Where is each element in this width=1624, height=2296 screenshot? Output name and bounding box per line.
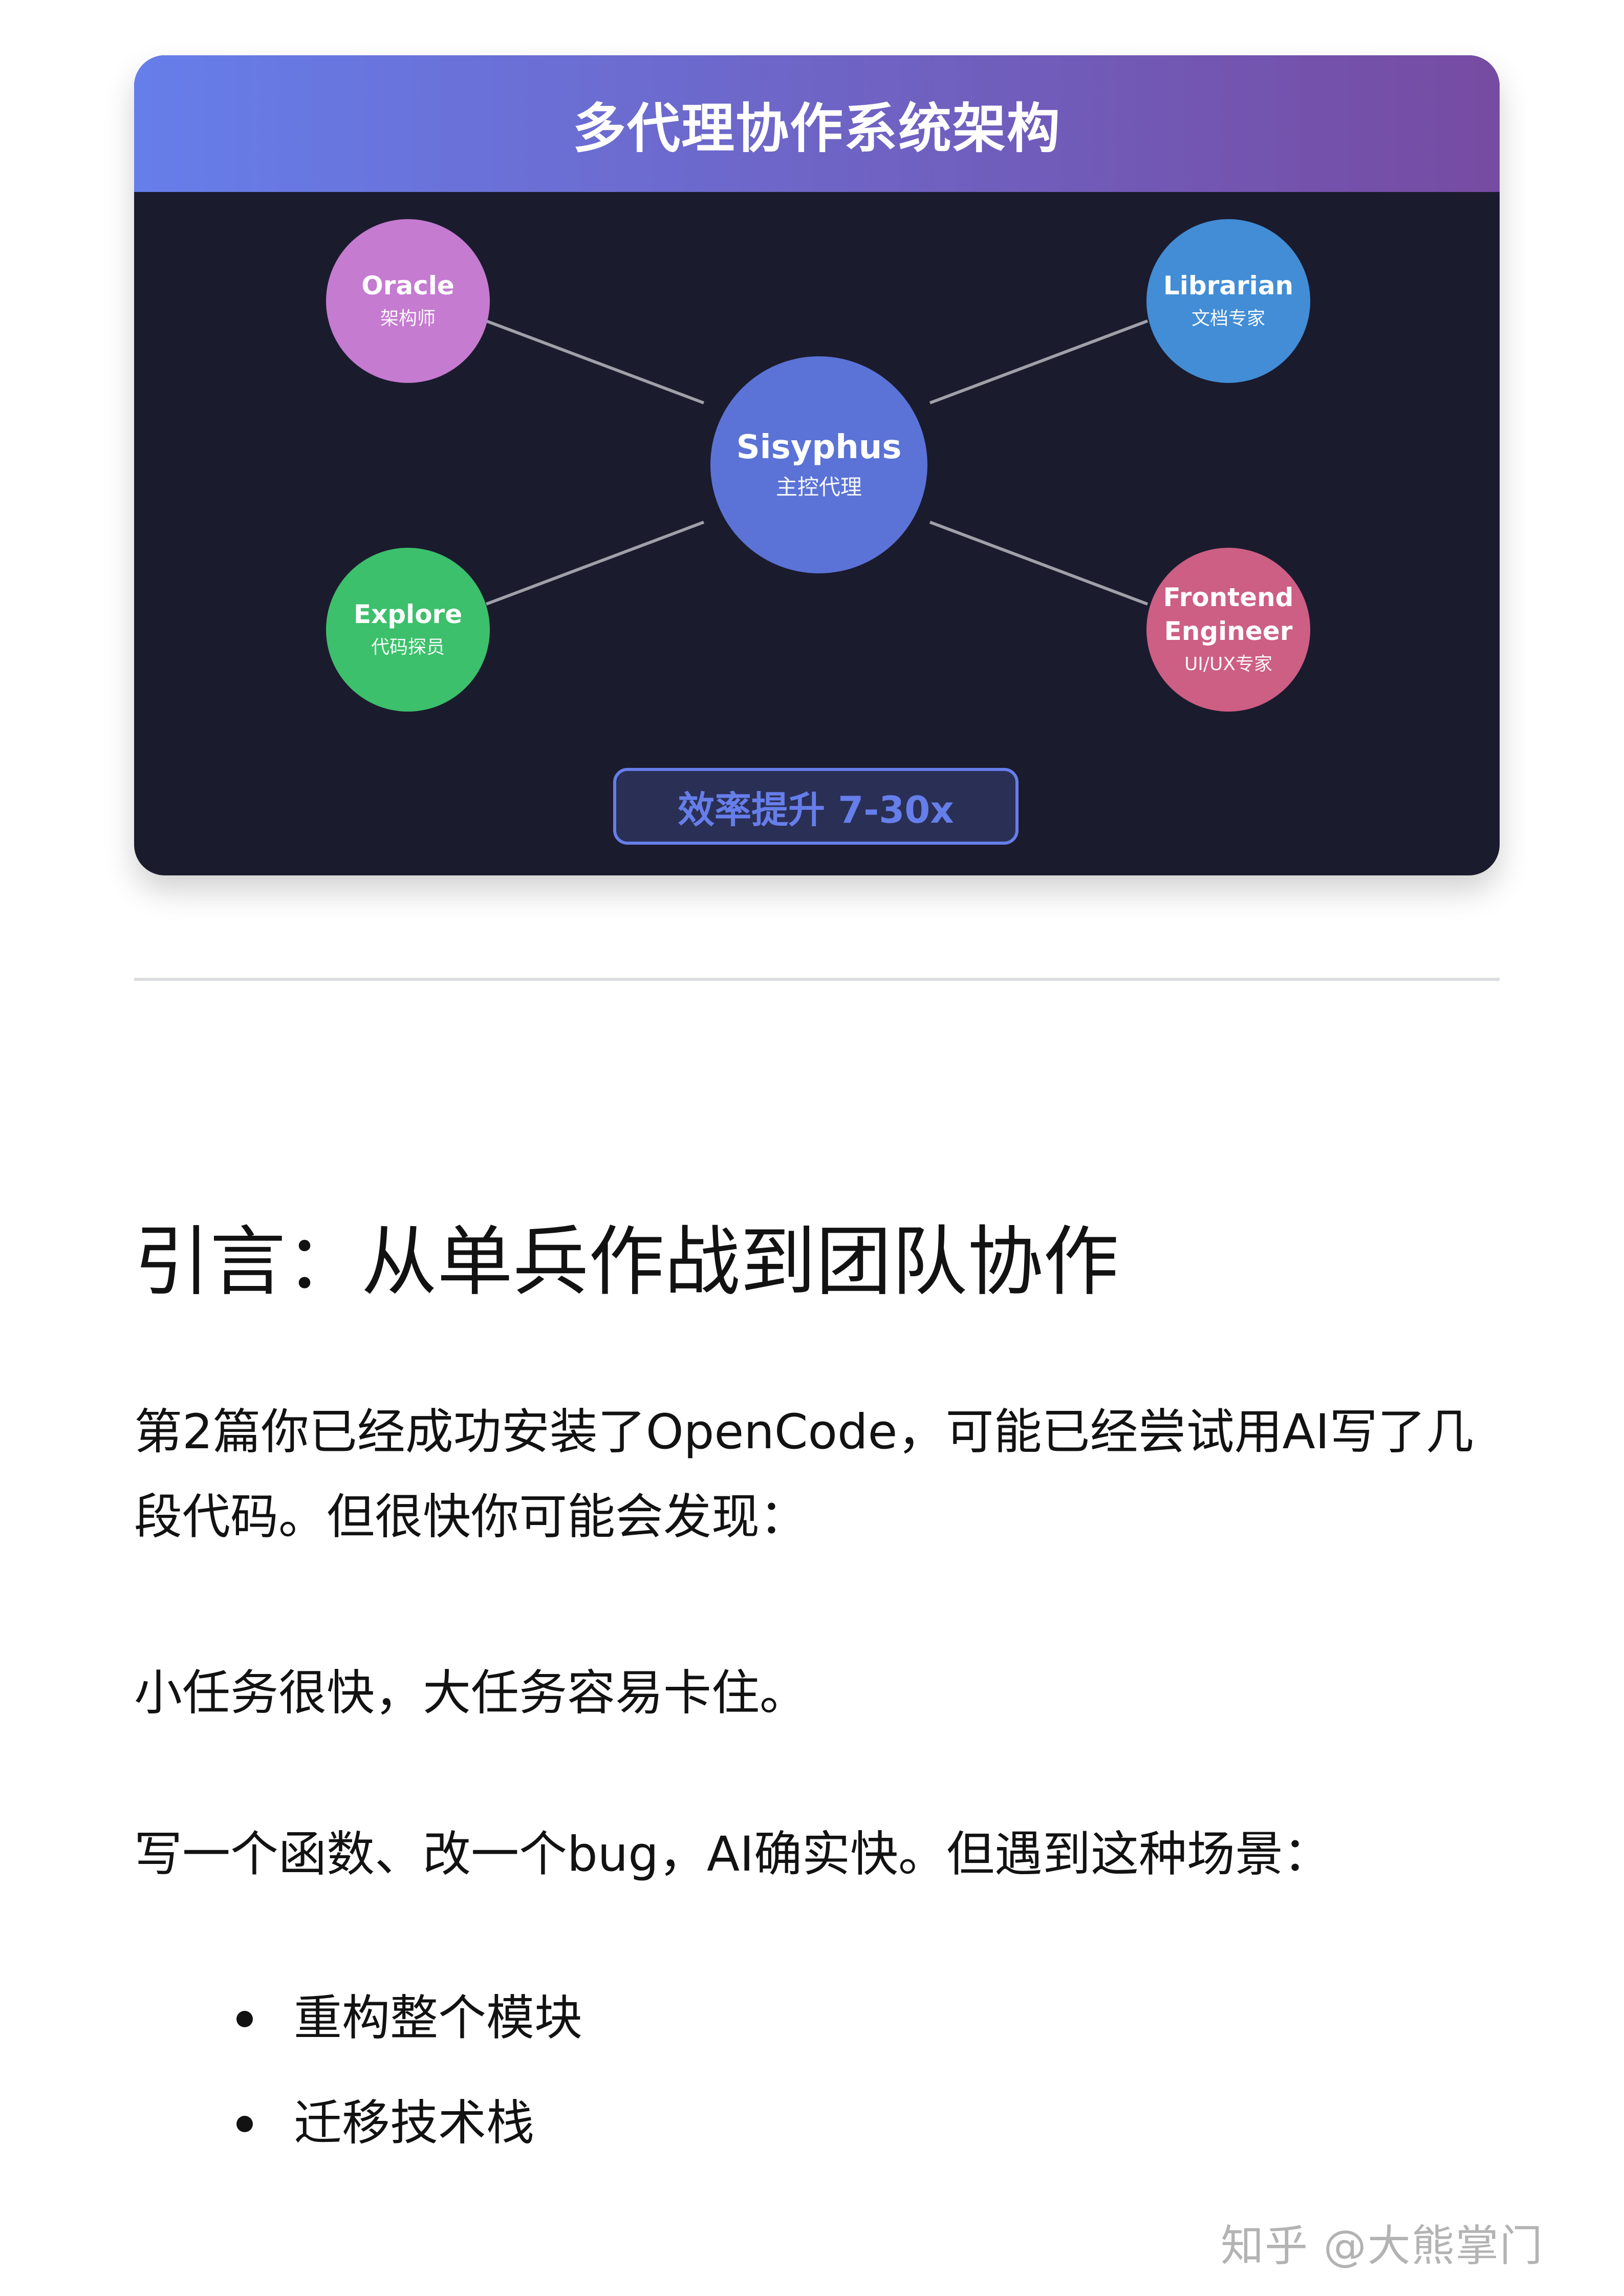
agent-name-line2: Engineer	[1164, 616, 1293, 646]
bullet-icon	[236, 2116, 253, 2132]
agent-node-frontend-engineer: Frontend Engineer UI/UX专家	[1146, 548, 1310, 712]
scenario-list: 重构整个模块 迁移技术栈	[134, 1966, 582, 2176]
paragraph-observation: 小任务很快，大任务容易卡住。	[134, 1665, 808, 1721]
connector-explore	[485, 521, 705, 606]
agent-role: 文档专家	[1191, 308, 1265, 329]
agent-role: UI/UX专家	[1184, 654, 1273, 675]
agent-name-line1: Frontend	[1163, 583, 1294, 612]
section-divider	[134, 978, 1500, 981]
agent-name: Sisyphus	[736, 428, 902, 466]
agent-node-sisyphus: Sisyphus 主控代理	[710, 356, 927, 573]
agent-name: Oracle	[361, 271, 454, 301]
agent-node-oracle: Oracle 架构师	[326, 219, 490, 383]
efficiency-badge: 效率提升 7-30x	[613, 768, 1019, 845]
connector-frontend	[929, 521, 1149, 606]
list-item: 迁移技术栈	[134, 2071, 582, 2176]
connector-lines	[485, 319, 1149, 606]
agent-name: Librarian	[1163, 271, 1294, 301]
agent-node-librarian: Librarian 文档专家	[1146, 219, 1310, 383]
diagram-title: 多代理协作系统架构	[572, 97, 1061, 160]
efficiency-badge-text: 效率提升 7-30x	[678, 788, 954, 831]
agent-node-explore: Explore 代码探员	[326, 548, 490, 712]
section-heading: 引言：从单兵作战到团队协作	[134, 1218, 1119, 1306]
agent-role: 代码探员	[371, 637, 445, 658]
list-item-text: 迁移技术栈	[294, 2095, 535, 2151]
bullet-icon	[236, 2011, 253, 2027]
list-item: 重构整个模块	[134, 1966, 582, 2071]
agent-role: 主控代理	[775, 475, 862, 500]
paragraph-intro: 第2篇你已经成功安装了OpenCode，可能已经尝试用AI写了几段代码。但很快你…	[134, 1404, 1474, 1545]
connector-oracle	[485, 319, 705, 404]
diagram-header: 多代理协作系统架构	[134, 55, 1500, 192]
watermark: 知乎 @大熊掌门	[1221, 2221, 1544, 2271]
connector-librarian	[929, 319, 1149, 404]
paragraph-scenario: 写一个函数、改一个bug，AI确实快。但遇到这种场景：	[134, 1827, 1331, 1882]
agent-role: 架构师	[380, 308, 436, 329]
list-item-text: 重构整个模块	[294, 1990, 583, 2046]
agent-name: Explore	[353, 599, 463, 629]
architecture-diagram-card: 多代理协作系统架构 Oracle 架构师 Librarian 文档专家 Sisy…	[134, 55, 1500, 875]
